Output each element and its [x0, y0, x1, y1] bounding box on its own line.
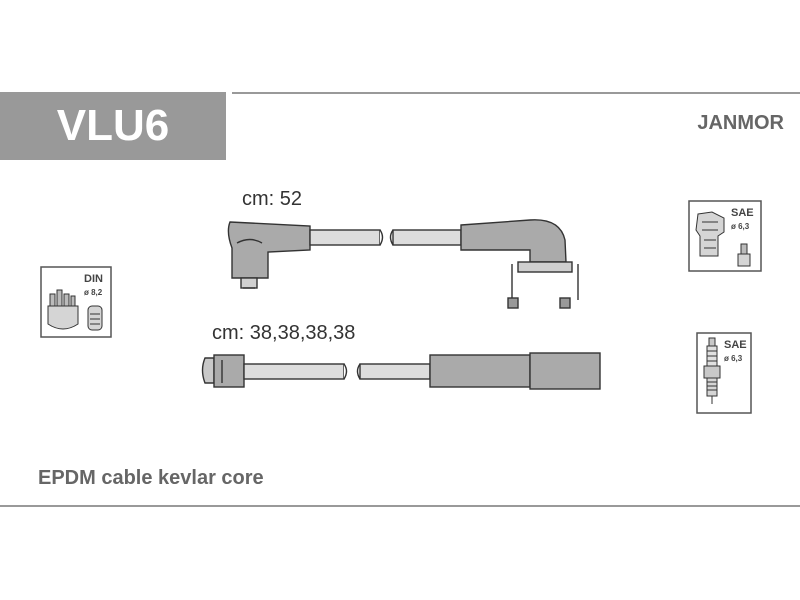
- coil-standard: SAE: [731, 207, 754, 219]
- header-code-box: [0, 92, 226, 160]
- ignition-coil-icon: [695, 211, 725, 257]
- distributor-standard: DIN: [84, 273, 103, 285]
- spark-plug-terminal-box: SAE ø 6,3: [696, 332, 752, 414]
- distributor-size: ø 8,2: [84, 288, 103, 297]
- distributor-terminal-box: DIN ø 8,2: [40, 266, 112, 338]
- product-code: VLU6: [56, 101, 170, 150]
- top-divider: [232, 92, 800, 94]
- bottom-divider: [0, 505, 800, 507]
- sae-connector-icon: [737, 243, 751, 267]
- short-cable-length-label: cm: 38,38,38,38: [212, 322, 356, 344]
- spark-plug-icon: [703, 337, 721, 404]
- distributor-cap-icon: [47, 289, 79, 330]
- din-connector-icon: [87, 305, 103, 331]
- coil-terminal-box: SAE ø 6,3: [688, 200, 762, 272]
- cable-spec-note: EPDM cable kevlar core: [38, 467, 264, 489]
- coil-size: ø 6,3: [731, 222, 750, 231]
- spark-plug-standard: SAE: [724, 339, 747, 351]
- brand-name: JANMOR: [697, 112, 784, 134]
- long-cable-length-label: cm: 52: [242, 188, 303, 210]
- spark-plug-size: ø 6,3: [724, 354, 743, 363]
